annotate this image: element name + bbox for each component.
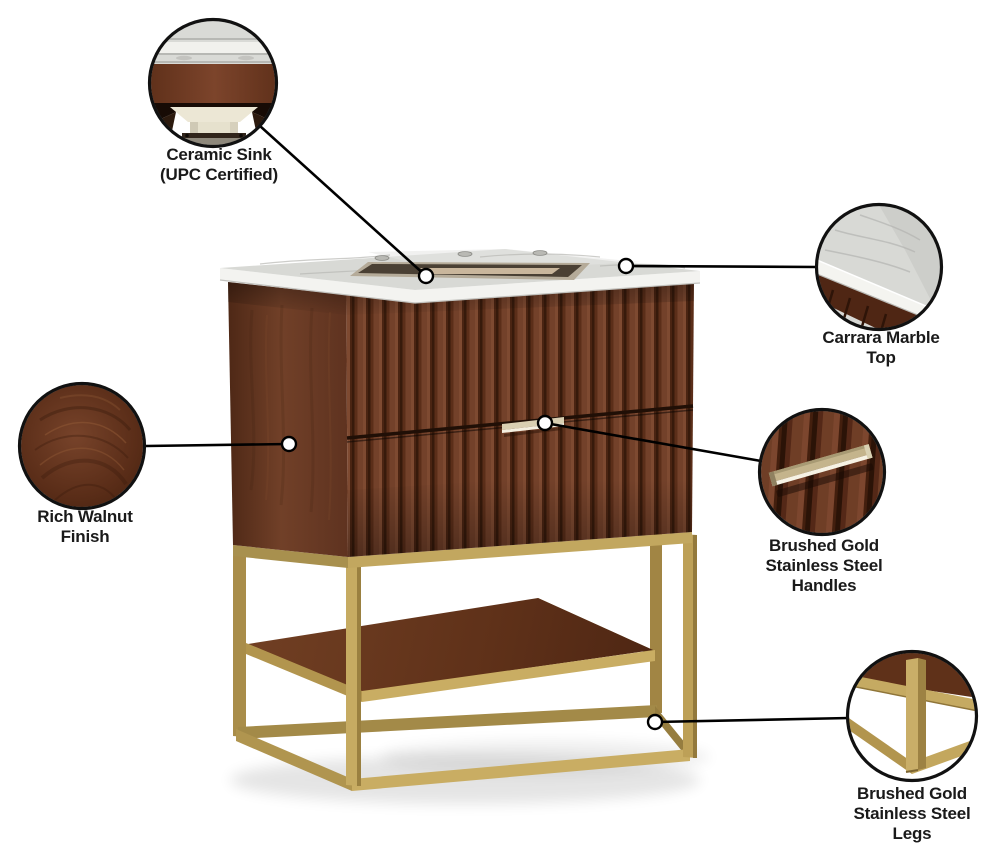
line-gold-legs <box>654 716 850 724</box>
callout-label-line: Carrara Marble <box>822 328 939 347</box>
dot-ceramic-sink <box>417 267 435 285</box>
callout-dots <box>280 257 664 731</box>
callout-label-line: Ceramic Sink <box>166 145 272 164</box>
callout-label-line: Stainless Steel <box>853 804 970 823</box>
callout-gold-legs: Brushed Gold Stainless Steel Legs <box>845 649 979 843</box>
cabinet <box>228 281 694 557</box>
marble-edge-band <box>220 268 700 303</box>
callout-label-line: Rich Walnut <box>37 507 133 526</box>
shelf-rail-front <box>362 650 655 702</box>
carrara-marble-top <box>219 249 701 304</box>
walnut-zoom-photo <box>21 385 143 507</box>
walnut-circle <box>17 381 147 511</box>
handle-circle <box>757 407 887 537</box>
line-carrara-marble <box>625 264 819 269</box>
callout-label-line: Brushed Gold <box>857 784 967 803</box>
bottom-frame <box>236 705 690 791</box>
dot-gold-handles <box>536 414 554 432</box>
handle-zoom-photo <box>761 411 883 533</box>
marble-circle <box>814 202 944 332</box>
walnut-side-panel <box>228 282 348 557</box>
legs-zoom-photo <box>849 653 975 779</box>
callout-gold-handles: Brushed Gold Stainless Steel Handles <box>757 407 887 595</box>
callout-label-line: Finish <box>61 527 110 546</box>
handle-bar <box>768 444 874 497</box>
callout-label-line: Legs <box>893 824 932 843</box>
dot-gold-legs <box>646 713 664 731</box>
line-ceramic-sink <box>259 125 427 277</box>
legs-circle <box>845 649 979 783</box>
line-gold-handles <box>544 421 762 463</box>
line-rich-walnut <box>145 442 290 448</box>
callout-label-line: Top <box>866 348 895 367</box>
callout-ceramic-sink: Ceramic Sink (UPC Certified) <box>147 17 279 184</box>
callout-label-line: Stainless Steel <box>765 556 882 575</box>
wood-shelf <box>246 598 655 702</box>
callout-label-line: Handles <box>792 576 857 595</box>
callout-label-line: (UPC Certified) <box>160 165 278 184</box>
marble-zoom-photo <box>818 206 940 328</box>
callout-lines <box>145 125 850 724</box>
callout-carrara-marble: Carrara Marble Top <box>814 202 944 367</box>
sink-cutout <box>350 262 590 280</box>
back-right-leg <box>650 527 662 713</box>
dot-carrara-marble <box>617 257 635 275</box>
ceramic-sink-circle <box>147 17 279 149</box>
back-left-leg <box>233 552 246 737</box>
faucet-holes <box>374 250 548 261</box>
dot-rich-walnut <box>280 435 298 453</box>
callout-rich-walnut: Rich Walnut Finish <box>17 381 147 546</box>
callout-label-line: Brushed Gold <box>769 536 879 555</box>
shelf-rail-left <box>246 643 362 702</box>
gold-base-frame <box>233 527 697 791</box>
